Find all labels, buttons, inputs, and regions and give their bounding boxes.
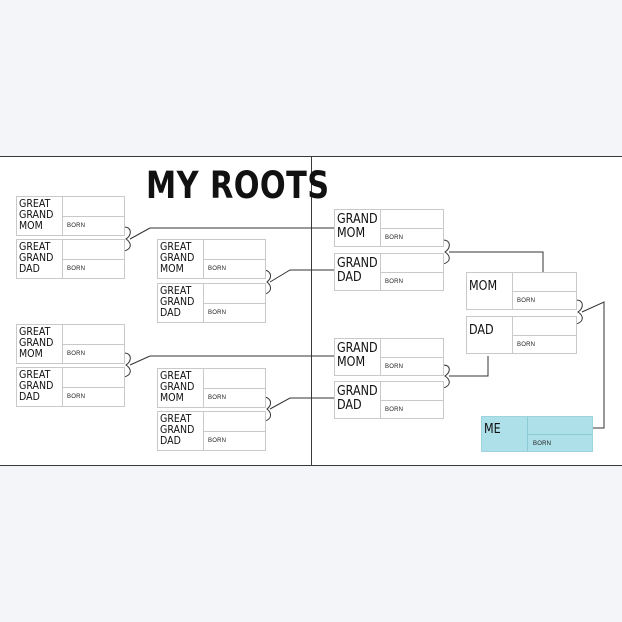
born-label: BORN <box>517 298 536 304</box>
card-grand-mom-1[interactable]: GRAND MOM BORN <box>334 209 444 247</box>
connector-pair3-to-gm2 <box>129 355 151 366</box>
card-label: GRAND MOM <box>337 212 378 241</box>
connector-to-mom <box>449 251 544 272</box>
born-label: BORN <box>67 223 86 229</box>
card-great-grand-mom-4[interactable]: GREAT GRAND MOM BORN <box>157 368 266 408</box>
connector-ggd2-pair1 <box>264 269 271 295</box>
connector-ggm3-ggd3 <box>123 352 131 378</box>
born-label: BORN <box>208 395 227 401</box>
born-label: BORN <box>208 266 227 272</box>
connector-gm2-gd2 <box>442 364 450 389</box>
connector-pair1-to-gm1 <box>129 227 151 240</box>
connector-ggm1-ggd1 <box>123 226 131 252</box>
connector-gm1-gd1 <box>442 239 450 265</box>
connector-ggm4-ggd4 <box>264 396 271 422</box>
born-label: BORN <box>208 310 227 316</box>
page-title: MY ROOTS <box>146 164 330 207</box>
card-label: GRAND DAD <box>337 384 378 413</box>
connector-mom-dad <box>575 299 583 325</box>
card-grand-dad-1[interactable]: GRAND DAD BORN <box>334 253 444 291</box>
card-dad[interactable]: DAD BORN <box>466 316 577 354</box>
born-label: BORN <box>533 441 552 447</box>
card-label: DAD <box>469 323 494 338</box>
born-label: BORN <box>67 266 86 272</box>
card-label: GREAT GRAND MOM <box>19 325 54 360</box>
card-me[interactable]: ME BORN <box>481 416 593 452</box>
card-label: GRAND DAD <box>337 256 378 285</box>
card-label: ME <box>484 422 501 437</box>
card-great-grand-dad-2[interactable]: GREAT GRAND DAD BORN <box>157 283 266 323</box>
card-great-grand-dad-4[interactable]: GREAT GRAND DAD BORN <box>157 411 266 451</box>
card-label: GREAT GRAND MOM <box>160 240 195 275</box>
born-label: BORN <box>385 235 404 241</box>
card-grand-mom-2[interactable]: GRAND MOM BORN <box>334 338 444 376</box>
born-label: BORN <box>385 364 404 370</box>
card-label: GREAT GRAND MOM <box>160 369 195 404</box>
card-grand-dad-2[interactable]: GRAND DAD BORN <box>334 381 444 419</box>
connector-to-dad <box>449 356 489 377</box>
book-spine <box>311 156 312 466</box>
card-label: GREAT GRAND DAD <box>160 412 195 447</box>
born-label: BORN <box>208 438 227 444</box>
card-great-grand-dad-3[interactable]: GREAT GRAND DAD BORN <box>16 367 125 407</box>
connector-pair4-link <box>269 397 334 410</box>
card-label: GRAND MOM <box>337 341 378 370</box>
born-label: BORN <box>67 394 86 400</box>
card-great-grand-mom-3[interactable]: GREAT GRAND MOM BORN <box>16 324 125 364</box>
card-mom[interactable]: MOM BORN <box>466 272 577 310</box>
card-label: GREAT GRAND DAD <box>19 368 54 403</box>
card-great-grand-dad-1[interactable]: GREAT GRAND DAD BORN <box>16 239 125 279</box>
card-label: MOM <box>469 279 498 294</box>
card-label: GREAT GRAND DAD <box>160 284 195 319</box>
born-label: BORN <box>385 407 404 413</box>
born-label: BORN <box>517 342 536 348</box>
connector-to-me <box>581 301 605 429</box>
connector-pair2-link <box>269 269 334 283</box>
card-label: GREAT GRAND MOM <box>19 197 54 232</box>
born-label: BORN <box>385 279 404 285</box>
card-great-grand-mom-2[interactable]: GREAT GRAND MOM BORN <box>157 239 266 279</box>
card-label: GREAT GRAND DAD <box>19 240 54 275</box>
born-label: BORN <box>67 351 86 357</box>
card-great-grand-mom-1[interactable]: GREAT GRAND MOM BORN <box>16 196 125 236</box>
